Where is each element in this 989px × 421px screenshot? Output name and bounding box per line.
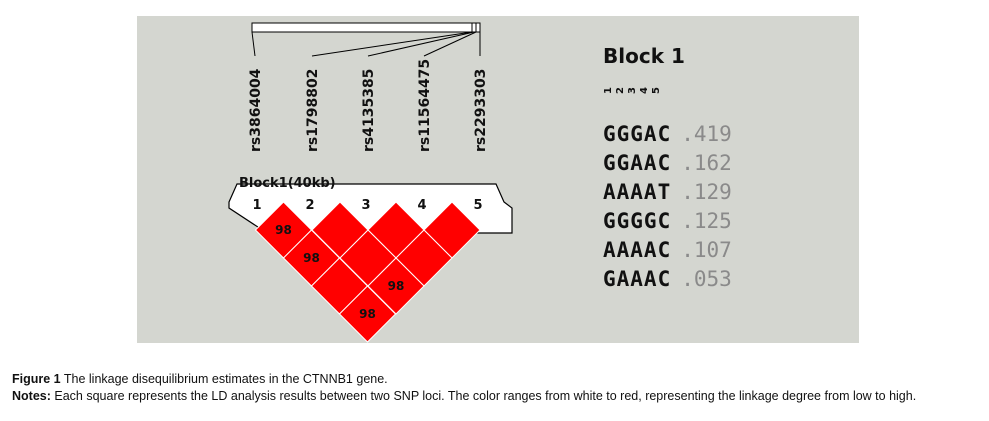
ld-figure-panel: rs3864004 rs1798802 rs4135385 rs11564475 rs2… (137, 16, 859, 343)
snp-label: rs2293303 (473, 69, 489, 152)
haplotype-sequence: GGGAC (603, 122, 672, 146)
ld-value: 98 (303, 251, 320, 265)
figure-notes-line: Notes: Each square represents the LD ana… (12, 388, 982, 405)
haplotype-sequence: GGGGC (603, 209, 672, 233)
figure-title-line: Figure 1 The linkage disequilibrium esti… (12, 371, 982, 388)
haplotype-index: 5 (651, 87, 662, 94)
haplotype-frequency: .162 (681, 151, 732, 175)
haplotype-frequency: .053 (681, 267, 732, 291)
haplotype-frequency: .125 (681, 209, 732, 233)
snp-labels: rs3864004 rs1798802 rs4135385 rs11564475 rs2… (248, 59, 489, 152)
notes-label: Notes: (12, 389, 51, 403)
haplotype-frequency: .129 (681, 180, 732, 204)
marker-number: 5 (473, 198, 482, 213)
haplotype-row: GGAAC .162 (603, 151, 732, 175)
snp-label: rs1798802 (305, 69, 321, 152)
ld-value: 98 (359, 307, 376, 321)
haplotype-sequence: AAAAT (603, 180, 672, 204)
block-label: Block1(40kb) (239, 176, 336, 191)
figure-caption: Figure 1 The linkage disequilibrium esti… (12, 371, 982, 405)
marker-number: 2 (305, 198, 314, 213)
haplotype-frequency: .107 (681, 238, 732, 262)
haplotype-row: GGGAC .419 (603, 122, 732, 146)
haplotype-sequence: GGAAC (603, 151, 672, 175)
marker-number: 4 (417, 198, 426, 213)
haplotype-sequence: AAAAC (603, 238, 672, 262)
gene-map (251, 22, 481, 57)
ld-plot: rs3864004 rs1798802 rs4135385 rs11564475 rs2… (228, 22, 513, 343)
haplotype-index: 4 (639, 87, 650, 94)
ld-value: 98 (275, 223, 292, 237)
notes-text: Each square represents the LD analysis r… (54, 389, 917, 403)
snp-label: rs3864004 (248, 68, 264, 152)
marker-number: 1 (252, 198, 261, 213)
snp-label: rs11564475 (417, 59, 433, 152)
snp-label: rs4135385 (361, 69, 377, 152)
ld-cell: 98 (338, 285, 397, 343)
haplotype-row: GGGGC .125 (603, 209, 732, 233)
marker-numbers: 1 2 3 4 5 (252, 198, 482, 213)
haplotype-row: GAAAC .053 (603, 267, 732, 291)
haplotype-frequency: .419 (681, 122, 732, 146)
marker-number: 3 (361, 198, 370, 213)
ld-cells: 98 98 98 98 (254, 201, 481, 343)
haplotype-row: AAAAT .129 (603, 180, 732, 204)
haplotype-sequence: GAAAC (603, 267, 672, 291)
haplotype-block-title: Block 1 (603, 44, 685, 68)
haplotype-index: 1 (603, 87, 614, 94)
figure-label: Figure 1 (12, 372, 61, 386)
haplotype-index: 2 (615, 87, 626, 94)
ld-value: 98 (388, 279, 405, 293)
haplotype-index: 3 (627, 87, 638, 94)
figure-text: The linkage disequilibrium estimates in … (63, 372, 388, 386)
haplotype-row: AAAAC .107 (603, 238, 732, 262)
